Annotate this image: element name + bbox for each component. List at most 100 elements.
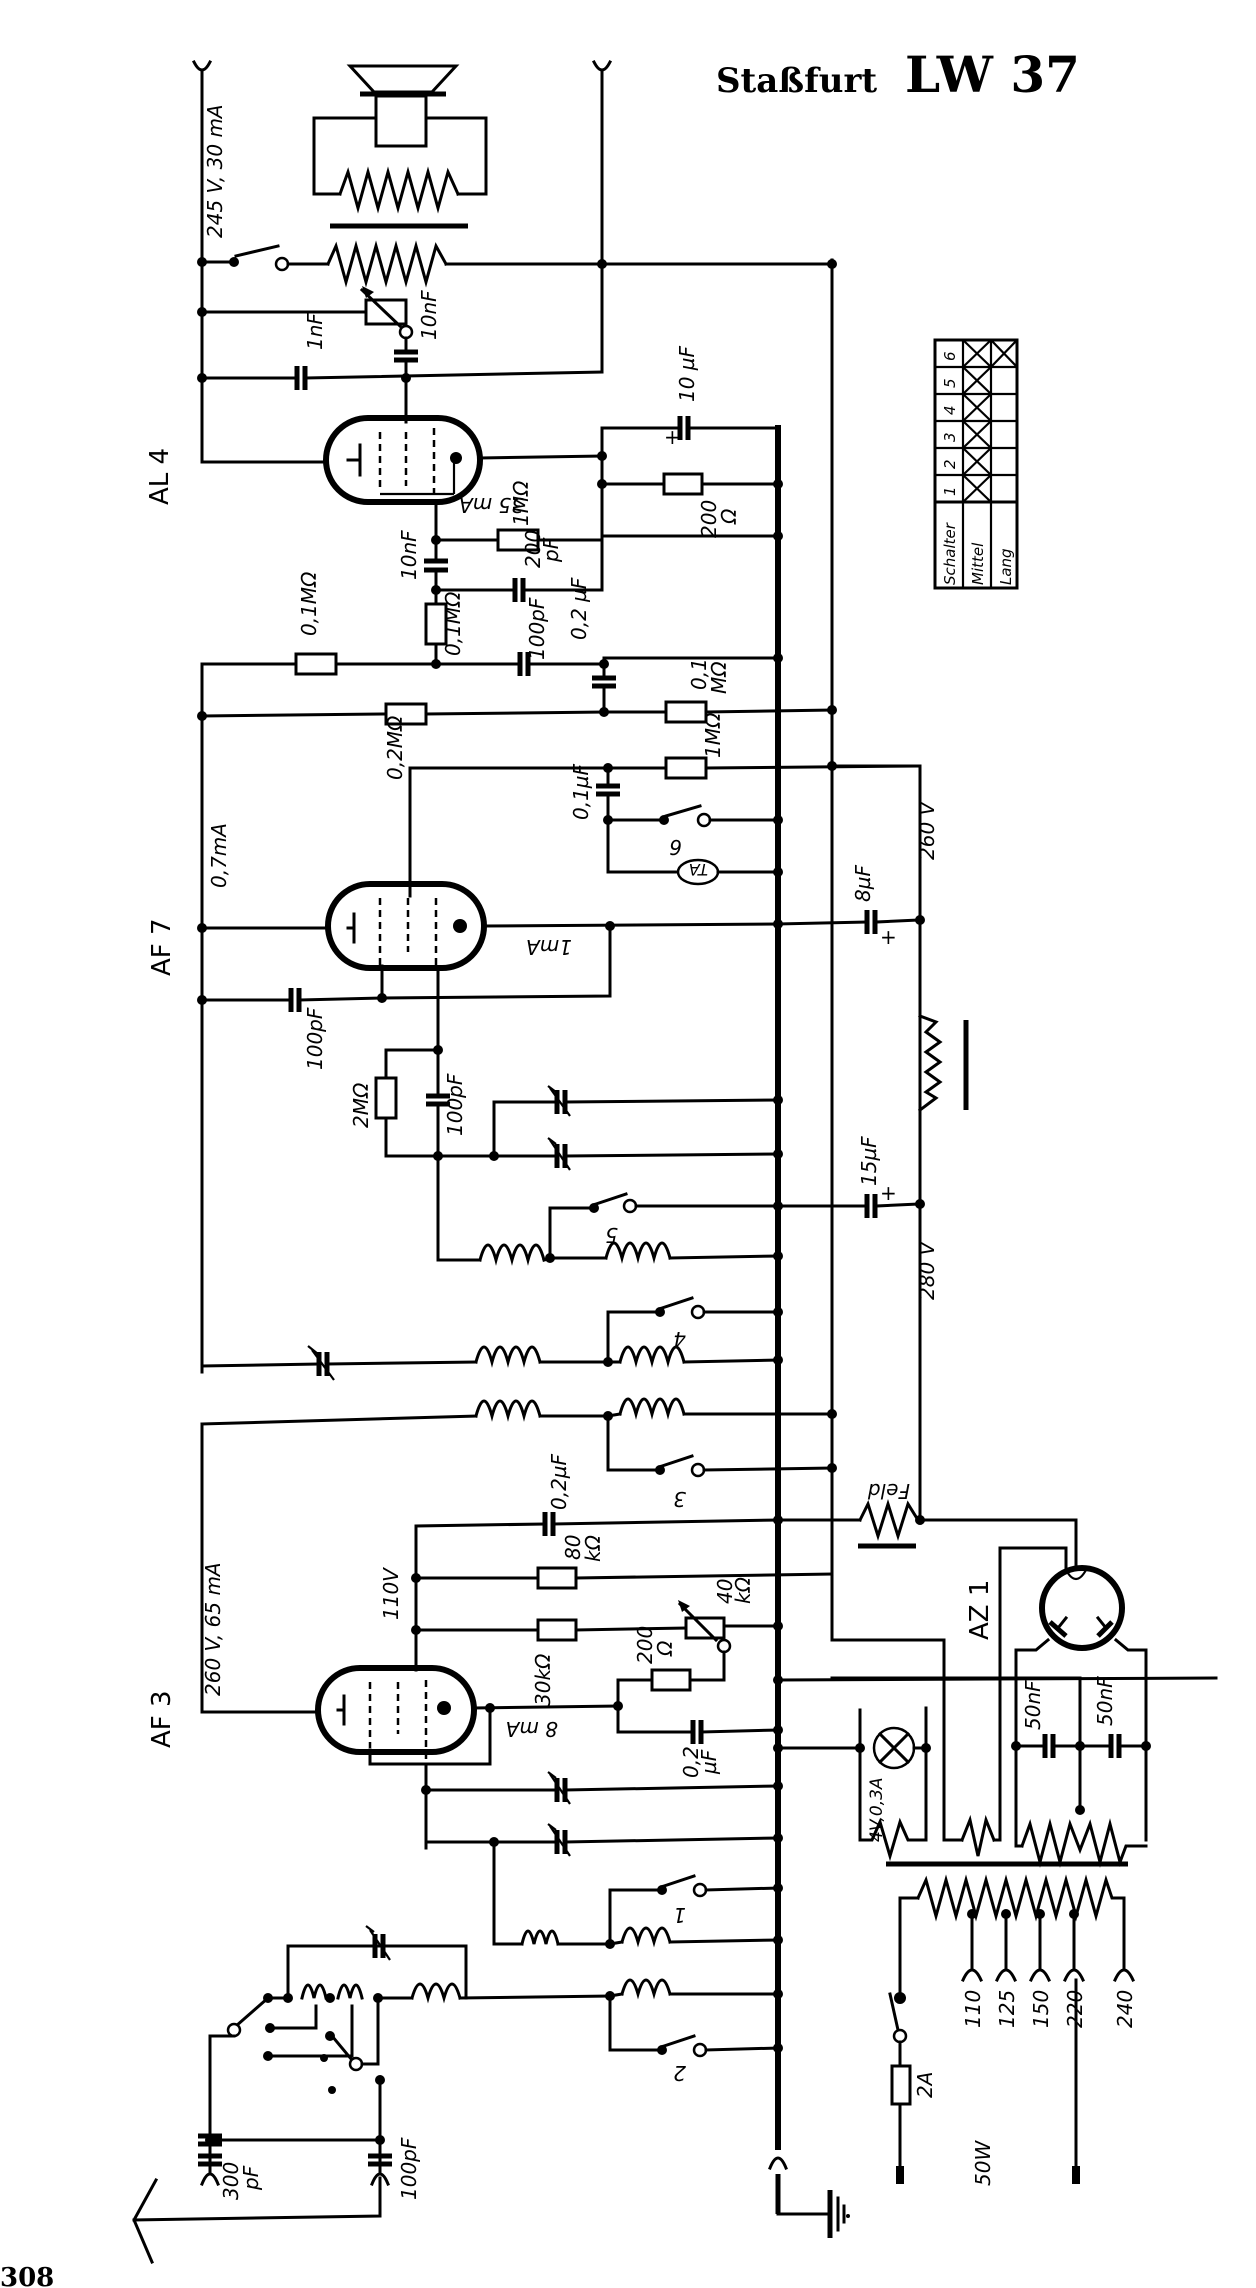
label-al4-cathode-current: 35 mA: [459, 493, 524, 517]
table-switch-6: 6: [941, 351, 959, 361]
antenna-symbol: [132, 2177, 159, 2264]
tube-label-al4: AL 4: [145, 448, 175, 505]
coil-af7-1: [478, 1243, 546, 1266]
antenna-jack-2[interactable]: [370, 2172, 390, 2186]
table-row-lang: Lang: [997, 548, 1015, 585]
title-model: LW 37: [905, 45, 1080, 104]
trimmer-capacitor-1[interactable]: [564, 1098, 780, 1104]
page-number: 308: [0, 2263, 54, 2288]
speaker: [312, 64, 488, 229]
label-v-260: 260 V: [915, 800, 939, 860]
label-r-40kohm-b: kΩ: [731, 1576, 755, 1604]
table-row-mittel: Mittel: [969, 542, 987, 585]
switch-1[interactable]: [662, 1874, 696, 1888]
switch-2[interactable]: [662, 2034, 696, 2048]
resistor-0-1Mohm-right: [664, 700, 708, 724]
label-sw1: 1: [673, 1903, 686, 1927]
label-power: 50W: [971, 2140, 995, 2186]
resistor-80kohm: [536, 1566, 578, 1590]
coil-2a: [410, 1982, 462, 2004]
label-r-200ohm-al4-b: Ω: [717, 508, 741, 525]
hv-secondary: [1020, 1818, 1148, 1868]
table-cross-mark: [962, 366, 992, 395]
resistor-0-1Mohm-top: [294, 652, 338, 676]
label-sw5: 5: [605, 1223, 618, 1247]
switch-6[interactable]: [664, 804, 702, 818]
trimmer-capacitor-2[interactable]: [564, 1152, 780, 1158]
tube-af3: [315, 1665, 477, 1766]
label-c-1nF: 1nF: [303, 313, 327, 350]
label-r-01Mohm-right-a: 0,1: [687, 658, 711, 690]
tube-al4: [323, 415, 483, 505]
label-c-100pF-grid: 100pF: [443, 1073, 467, 1136]
label-v-110: 110V: [379, 1567, 403, 1620]
switch-table: Schalter Mittel Lang 1 2 3 4 5 6: [933, 338, 1019, 590]
switch-4[interactable]: [660, 1296, 694, 1310]
table-switch-4: 4: [941, 405, 959, 415]
voltage-tap-label: 150: [1029, 1990, 1053, 2028]
switch-3[interactable]: [660, 1454, 694, 1468]
label-c-300pF-a: 300: [219, 2162, 243, 2200]
label-speaker-supply: 245 V, 30 mA: [203, 104, 227, 238]
label-c-8uF: 8µF: [851, 865, 875, 902]
coil-3a: [474, 1399, 542, 1422]
table-cross-mark: [962, 474, 992, 503]
voltage-tap-socket[interactable]: [961, 1968, 983, 1982]
trimmer-capacitor-4[interactable]: [564, 1836, 780, 1844]
label-c-02uF-top: 0,2 µF: [567, 577, 591, 640]
heater-winding: [858, 1817, 928, 1862]
label-r-01Mohm-right-b: MΩ: [707, 661, 731, 694]
trimmer-capacitor-3[interactable]: [564, 1784, 780, 1792]
resistor-200ohm-af3: [650, 1668, 692, 1692]
label-sw2: 2: [673, 2061, 686, 2085]
tuning-capacitor[interactable]: [326, 1360, 478, 1366]
label-fuse: 2A: [913, 2072, 937, 2098]
label-sw4: 4: [673, 1327, 686, 1351]
table-switch-2: 2: [941, 459, 959, 469]
coil-1a: [520, 1929, 560, 1946]
tone-potentiometer[interactable]: [364, 298, 408, 326]
ground-jack[interactable]: [768, 2156, 788, 2170]
label-c-300pF-b: pF: [239, 2165, 263, 2191]
label-r-200ohm-al4-a: 200: [697, 500, 721, 538]
label-c-15uF: 15µF: [857, 1136, 881, 1186]
resistor-2Mohm: [374, 1076, 398, 1120]
tube-label-af3: AF 3: [147, 1690, 177, 1748]
coil-af7-2: [604, 1241, 672, 1264]
title-manufacturer: Staßfurt: [716, 61, 877, 101]
table-cross-mark: [962, 420, 992, 449]
label-r-80kohm-a: 80: [561, 1535, 585, 1560]
filter-choke: [917, 1014, 943, 1113]
speaker-switch[interactable]: [234, 244, 280, 258]
label-c-50nF-2: 50nF: [1093, 1676, 1117, 1726]
waveband-switch[interactable]: [208, 1925, 468, 2142]
output-transformer-primary: [326, 240, 449, 288]
label-c-02uF-af3: 0,2µF: [547, 1453, 571, 1510]
label-c-100pF-coupling: 100pF: [525, 597, 549, 660]
voltage-tap-socket[interactable]: [1063, 1968, 1085, 1982]
label-r-1Mohm-al4: 1MΩ: [509, 480, 533, 526]
tube-label-af7: AF 7: [147, 918, 177, 976]
voltage-tap-socket[interactable]: [1029, 1968, 1051, 1982]
resistor-1Mohm-screen: [664, 756, 708, 780]
table-switch-1: 1: [941, 486, 959, 496]
table-switch-3: 3: [941, 432, 959, 442]
voltage-tap-socket[interactable]: [995, 1968, 1017, 1982]
label-af3-cathode-current: 8 mA: [506, 1717, 558, 1741]
label-ta: TA: [689, 860, 708, 879]
field-coil: [857, 1498, 921, 1542]
antenna-jack-1[interactable]: [200, 2172, 220, 2186]
label-r-01Mohm-grid: 0,1MΩ: [441, 591, 465, 656]
voltage-tap-label: 125: [995, 1990, 1019, 2028]
mains-switch[interactable]: [888, 1992, 900, 2032]
voltage-tap-socket[interactable]: [1113, 1968, 1135, 1982]
coil-1b: [620, 1926, 672, 1948]
label-c-02uF-cath-b: µF: [697, 1749, 721, 1775]
switch-5[interactable]: [594, 1192, 628, 1206]
voltage-tap-label: 110: [961, 1990, 985, 2028]
label-plus-8uF: +: [880, 925, 897, 949]
label-v-280: 280 V: [915, 1240, 939, 1300]
label-c-10nF-tone: 10nF: [417, 290, 441, 340]
label-c-100pF-af7: 100pF: [303, 1007, 327, 1070]
